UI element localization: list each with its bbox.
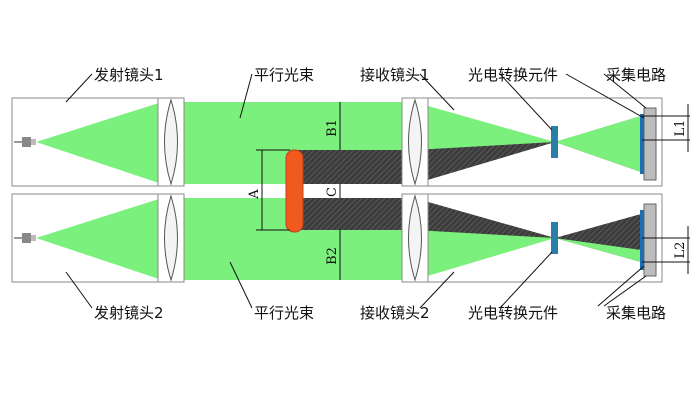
lower-shadow-cone xyxy=(414,198,555,238)
measured-object xyxy=(285,149,304,233)
lower-recv-lens xyxy=(401,193,429,283)
lower-emitter-icon xyxy=(14,233,36,243)
label-circuit-top: 采集电路 xyxy=(606,66,666,84)
upper-converter xyxy=(551,126,558,158)
upper-shadow-cone xyxy=(414,142,555,184)
dim-label-l2: L2 xyxy=(673,242,688,259)
lower-converter xyxy=(551,222,558,254)
lower-green-slice xyxy=(555,238,641,262)
dimension-l1 xyxy=(642,104,690,152)
label-converter-top: 光电转换元件 xyxy=(468,66,558,84)
label-parallel-beam-top: 平行光束 xyxy=(254,66,314,84)
label-converter-bottom: 光电转换元件 xyxy=(468,304,558,322)
dimension-l2 xyxy=(642,226,690,274)
upper-circuit-board xyxy=(643,107,657,181)
leader-lines xyxy=(65,73,647,309)
dim-label-b1: B1 xyxy=(325,119,340,137)
upper-green-slice xyxy=(555,116,641,142)
upper-emitter-cone xyxy=(36,102,162,184)
label-emit-lens-2: 发射镜头2 xyxy=(94,304,164,322)
dim-label-a: A xyxy=(247,189,262,200)
upper-emit-lens xyxy=(157,97,185,187)
label-parallel-beam-bottom: 平行光束 xyxy=(254,304,314,322)
lower-detector xyxy=(640,210,644,270)
label-circuit-bottom: 采集电路 xyxy=(606,304,666,322)
lower-emitter-cone xyxy=(36,198,162,280)
label-recv-lens-2: 接收镜头2 xyxy=(360,304,430,322)
dim-label-c: C xyxy=(325,187,340,197)
lower-shadow-band xyxy=(295,198,414,230)
upper-emitter-icon xyxy=(14,137,36,147)
upper-shadow-band xyxy=(295,150,414,184)
lower-circuit-board xyxy=(643,203,657,277)
lower-emit-lens xyxy=(157,193,185,283)
dim-label-l1: L1 xyxy=(673,120,688,137)
dim-label-b2: B2 xyxy=(325,247,340,265)
upper-recv-lens xyxy=(401,97,429,187)
label-recv-lens-1: 接收镜头1 xyxy=(360,66,430,84)
upper-detector xyxy=(640,114,644,174)
label-emit-lens-1: 发射镜头1 xyxy=(94,66,164,84)
dimension-a xyxy=(256,149,290,231)
